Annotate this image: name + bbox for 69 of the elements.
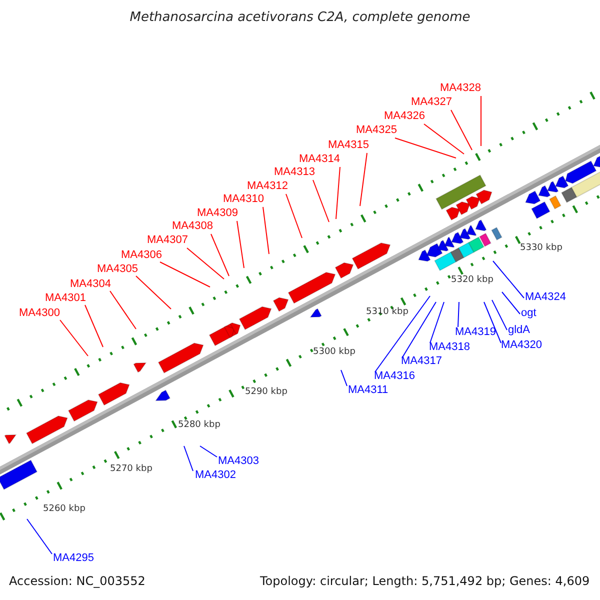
gene-label: MA4325 [356, 125, 397, 136]
gene-label: MA4310 [223, 194, 264, 205]
title: Methanosarcina acetivorans C2A, complete genome [128, 10, 472, 25]
leader-line [484, 302, 502, 344]
leader-line [236, 220, 244, 268]
leader-line [160, 262, 210, 288]
leader-line [200, 446, 218, 458]
scale-label: 5280 kbp [178, 421, 220, 430]
leader-line [336, 166, 340, 220]
leader-line [430, 302, 444, 344]
leader-line [312, 180, 330, 222]
scale-label: 5260 kbp [43, 505, 86, 514]
gene-label: MA4326 [384, 111, 425, 122]
leader-line [110, 290, 136, 330]
leader-line [84, 304, 104, 348]
leader-line [402, 302, 436, 358]
leader-line [492, 260, 524, 298]
gene-label: MA4307 [147, 235, 188, 246]
leader-line [262, 206, 270, 254]
gene-label: MA4313 [274, 167, 315, 178]
leader-line [286, 194, 302, 238]
gene-label: MA4327 [411, 97, 452, 108]
accession-text: Accession: NC_003552 [9, 575, 146, 587]
leader-line [340, 370, 348, 386]
scale-label: 5330 kbp [520, 244, 562, 253]
gene-label: MA4300 [19, 308, 60, 319]
gene-label: MA4318 [429, 342, 470, 353]
gene-label: MA4312 [247, 181, 288, 192]
gene-label: MA4314 [299, 154, 340, 165]
gene-label: MA4302 [195, 470, 236, 481]
gene-label: MA4320 [501, 340, 542, 351]
gene-label: MA4303 [218, 456, 259, 467]
scale-label: 5290 kbp [245, 388, 288, 397]
gene-label: MA4324 [525, 292, 566, 303]
scale-label: 5300 kbp [313, 348, 356, 357]
gene-label: MA4309 [197, 208, 238, 219]
gene-label: MA4306 [121, 250, 162, 261]
leader-line [26, 518, 52, 554]
gene-label: MA4317 [401, 356, 442, 367]
gene-label: MA4308 [172, 221, 213, 232]
gene-label: MA4301 [45, 293, 86, 304]
leader-line [374, 296, 430, 372]
gene-label: MA4295 [53, 553, 94, 564]
leader-line [450, 110, 472, 150]
leader-line [360, 152, 368, 206]
gene-label: MA4311 [348, 385, 388, 396]
scale-label: 5270 kbp [110, 465, 152, 474]
gene-label: ogt [521, 308, 536, 319]
leader-line [184, 446, 194, 472]
genome-summary-text: Topology: circular; Length: 5,751,492 bp; Genes: 4,609 [260, 575, 590, 587]
leader-line [424, 124, 464, 154]
leader-line [136, 276, 172, 310]
leader-line [186, 248, 224, 280]
leader-line [458, 302, 460, 328]
scale-label: 5310 kbp [366, 308, 408, 317]
gene-label: MA4319 [455, 327, 496, 338]
leader-line [492, 300, 508, 330]
leader-line [60, 320, 88, 356]
gene-label: MA4328 [440, 83, 481, 94]
scale-label: 5320 kbp [451, 276, 494, 285]
gene-label: gldA [508, 325, 530, 336]
leader-line [502, 292, 520, 314]
gene-label: MA4304 [70, 279, 111, 290]
gene-label: MA4315 [328, 140, 369, 151]
leader-line [480, 96, 482, 146]
leader-line [394, 138, 456, 158]
gene-label: MA4316 [374, 371, 415, 382]
gene-label: MA4305 [97, 264, 138, 275]
leader-line [210, 234, 230, 276]
